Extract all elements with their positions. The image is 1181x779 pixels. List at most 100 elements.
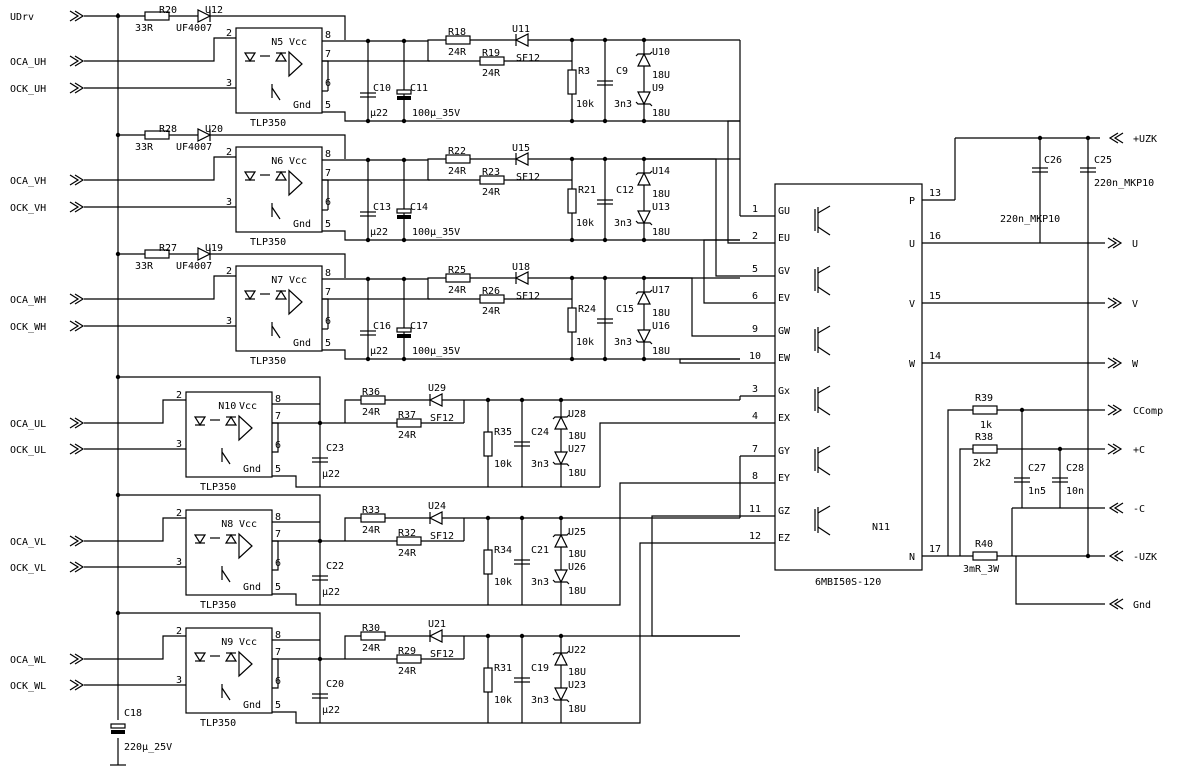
output-uzk-pos-label: +UZK [1133,134,1157,145]
d-sf-val: SF12 [516,291,540,302]
junction-dot [317,656,323,662]
z2-val: 18U [652,108,670,119]
junction-dot [1085,553,1091,559]
r-a-ref: R33 [362,505,380,516]
d-in-ref: U19 [205,243,223,254]
output-phase-label: V [1132,299,1138,310]
diode-sf [514,33,529,47]
resistor-gate [567,307,577,333]
wire [427,158,446,180]
z1-ref: U28 [568,409,586,420]
zener-body [637,91,651,106]
r-g-val: 10k [576,218,594,229]
opto-symbol [193,532,253,583]
junction-dot [401,118,407,124]
wire [322,230,740,241]
wire [679,358,740,364]
opto-gnd-label: Gnd [243,464,261,475]
capacitor-gate [597,199,613,205]
transistor [271,87,281,101]
c-g-ref: C9 [616,66,628,77]
cap-plate [396,327,412,333]
pin-2: 2 [176,390,182,401]
r-b-ref: R29 [398,646,416,657]
r-g-ref: R34 [494,545,512,556]
opto-gnd-label: Gnd [243,700,261,711]
wire [118,376,321,404]
buffer [238,650,253,678]
zener-body [637,329,651,344]
pin-2: 2 [226,28,232,39]
chevron [74,679,85,691]
photodiode [274,289,288,300]
diode-sf [514,152,529,166]
chevron [69,174,80,186]
r-in-val: 33R [135,23,154,34]
diode-in [197,128,212,142]
chevron [69,320,80,332]
zener-body [637,210,651,225]
module-pin-number: 6 [752,291,758,302]
diode-body [514,33,529,47]
wire [600,542,740,724]
junction-dot [558,633,564,639]
led [193,416,207,427]
chevron [74,535,85,547]
wire [84,517,186,542]
wire [272,593,600,606]
resistor-a [445,273,471,283]
diode-body [197,128,212,142]
wire [118,494,321,522]
opto-part-label: TLP350 [200,600,236,611]
resistor-b [479,56,505,66]
pin-8: 8 [325,149,331,160]
z2-ref: U27 [568,444,586,455]
junction-dot [401,237,407,243]
module-pin-label: P [909,196,915,207]
input-ock-label: OCK_WH [10,322,46,333]
photodiode [224,533,238,544]
r-a-val: 24R [362,525,381,536]
pin-5: 5 [325,100,331,111]
cap-a-ref: C16 [373,321,391,332]
igbt-emitter [817,346,831,356]
junction-dot [641,356,647,362]
zener-1 [635,51,653,67]
z1-ref: U10 [652,47,670,58]
chevron [74,55,85,67]
chevron [74,320,85,332]
d-sf-val: SF12 [430,413,454,424]
diode-body [197,9,212,23]
pin-7: 7 [325,287,331,298]
opto-vcc-label: Vcc [239,519,257,530]
r-b-ref: R26 [482,286,500,297]
cap-a-val: μ22 [370,346,388,357]
capacitor-C26 [1032,167,1048,173]
d-sf-val: SF12 [516,53,540,64]
photodiode [224,415,238,426]
wire [727,120,740,244]
capacitor-gate [514,441,530,447]
photodiode [224,651,238,662]
chevron [74,443,85,455]
d-sf-ref: U11 [512,24,530,35]
zener-2 [635,329,653,345]
junction-dot [641,237,647,243]
junction-dot [115,13,121,19]
chevron [1108,132,1119,144]
photodiode [274,51,288,62]
zener-body [554,451,568,466]
opto-part-label: TLP350 [200,482,236,493]
pin-2: 2 [176,508,182,519]
input-connector [69,561,85,573]
z1-val: 18U [652,189,670,200]
igbt-symbol [814,325,831,356]
resistor-R39 [972,405,998,415]
module-pin-number: 9 [752,324,758,335]
module-pin-label: EY [778,473,790,484]
igbt-emitter [817,286,831,296]
wire [1015,556,1105,605]
diode-body [514,152,529,166]
junction-dot [365,38,371,44]
chevron [69,417,80,429]
